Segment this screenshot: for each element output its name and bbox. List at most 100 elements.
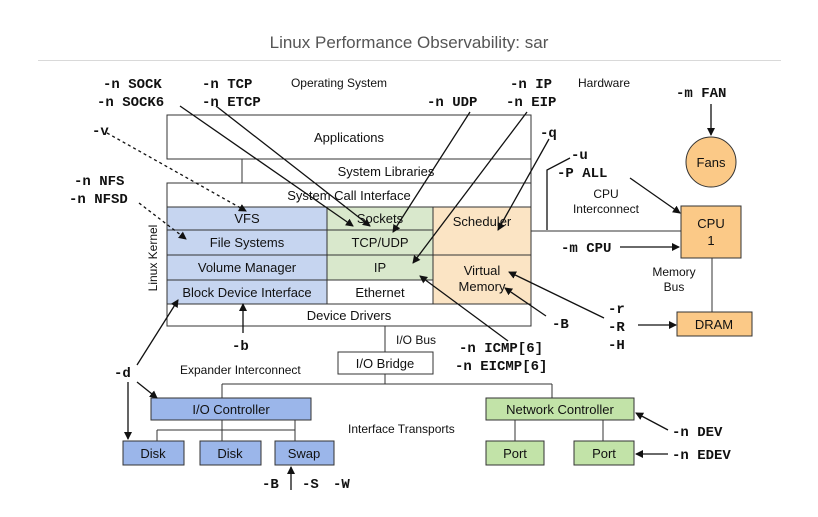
storage-hardware bbox=[122, 397, 335, 466]
system-call-interface-label: System Call Interface bbox=[287, 188, 411, 203]
expander-interconnect-label: Expander Interconnect bbox=[180, 363, 301, 377]
cmd-r: -r bbox=[608, 302, 625, 318]
linux-kernel-label: Linux Kernel bbox=[146, 225, 160, 292]
title-divider bbox=[38, 60, 781, 61]
cpu-interconnect-label-1: CPU bbox=[593, 187, 618, 201]
tcp-udp-box bbox=[326, 229, 434, 256]
diagram-title: Linux Performance Observability: sar bbox=[269, 33, 549, 52]
command-labels: -n SOCK -n SOCK6 -n TCP -n ETCP -n IP -n… bbox=[69, 77, 731, 493]
cmd-B-mem: -B bbox=[552, 317, 569, 333]
cmd-n-sock6: -n SOCK6 bbox=[97, 95, 164, 111]
port1-box bbox=[485, 440, 545, 466]
io-controller-label: I/O Controller bbox=[192, 402, 270, 417]
cmd-n-edev: -n EDEV bbox=[672, 448, 731, 464]
arrow-n-ip bbox=[412, 111, 528, 264]
io-bus-label: I/O Bus bbox=[396, 333, 436, 347]
dram-label: DRAM bbox=[695, 317, 733, 332]
cmd-b: -b bbox=[232, 339, 249, 355]
cpu-memory-hardware bbox=[531, 136, 753, 337]
io-path bbox=[156, 326, 604, 441]
arrow-n-dev bbox=[635, 412, 669, 431]
dram-box bbox=[676, 311, 753, 337]
port1-label: Port bbox=[503, 446, 527, 461]
block-device-interface-label: Block Device Interface bbox=[182, 285, 311, 300]
interface-transports-label: Interface Transports bbox=[348, 422, 455, 436]
network-hardware bbox=[485, 397, 635, 466]
scheduler-label: Scheduler bbox=[453, 214, 512, 229]
cmd-n-nfs: -n NFS bbox=[74, 174, 124, 190]
tcp-udp-label: TCP/UDP bbox=[351, 235, 408, 250]
arrow-d-to-controller bbox=[136, 381, 158, 399]
applications-box bbox=[166, 114, 532, 160]
cmd-v: -v bbox=[92, 124, 109, 140]
io-bridge-box bbox=[337, 351, 434, 375]
swap-label: Swap bbox=[288, 446, 321, 461]
disk2-label: Disk bbox=[217, 446, 243, 461]
os-stack-labels: Applications System Libraries System Cal… bbox=[146, 76, 630, 323]
volume-manager-label: Volume Manager bbox=[198, 260, 297, 275]
memory-label: Memory bbox=[459, 279, 506, 294]
virtual-memory-box bbox=[432, 254, 532, 305]
cmd-q: -q bbox=[540, 126, 557, 142]
disk2-box bbox=[199, 440, 262, 466]
cmd-n-ip: -n IP bbox=[510, 77, 552, 93]
hardware-label: Hardware bbox=[578, 76, 630, 90]
cmd-m-cpu: -m CPU bbox=[561, 241, 611, 257]
cpu-interconnect-label-2: Interconnect bbox=[573, 202, 640, 216]
virtual-label: Virtual bbox=[464, 263, 501, 278]
ethernet-box bbox=[326, 279, 434, 305]
device-drivers-label: Device Drivers bbox=[307, 308, 392, 323]
file-systems-label: File Systems bbox=[210, 235, 285, 250]
arrow-n-nfs bbox=[138, 202, 187, 240]
cmd-H: -H bbox=[608, 338, 625, 354]
network-controller-label: Network Controller bbox=[506, 402, 614, 417]
fans-circle bbox=[685, 136, 737, 188]
cmd-R: -R bbox=[608, 320, 625, 336]
cmd-n-eip: -n EIP bbox=[506, 95, 556, 111]
cmd-swap-B: -B bbox=[262, 477, 279, 493]
cmd-p-all: -P ALL bbox=[557, 166, 607, 182]
arrow-n-udp bbox=[392, 111, 471, 233]
applications-label: Applications bbox=[314, 130, 385, 145]
fans-label: Fans bbox=[697, 155, 726, 170]
cmd-n-sock: -n SOCK bbox=[103, 77, 162, 93]
ip-label: IP bbox=[374, 260, 386, 275]
vfs-label: VFS bbox=[234, 211, 260, 226]
arrow-n-icmp bbox=[419, 275, 509, 342]
dashed-arrows bbox=[106, 132, 247, 240]
ethernet-label: Ethernet bbox=[355, 285, 405, 300]
cmd-swap-W: -W bbox=[333, 477, 350, 493]
system-libraries-label: System Libraries bbox=[338, 164, 435, 179]
block-device-interface-box bbox=[166, 279, 328, 305]
port2-box bbox=[573, 440, 635, 466]
arrow-n-sock bbox=[179, 105, 354, 227]
cpu-box bbox=[680, 205, 742, 259]
cmd-n-eicmp: -n EICMP[6] bbox=[455, 359, 547, 375]
arrow-n-tcp bbox=[215, 105, 371, 227]
port2-label: Port bbox=[592, 446, 616, 461]
arrow-B-mem bbox=[504, 287, 547, 317]
cpu-label-line1: CPU bbox=[697, 216, 724, 231]
cmd-n-dev: -n DEV bbox=[672, 425, 723, 441]
cmd-swap-S: -S bbox=[302, 477, 319, 493]
operating-system-label: Operating System bbox=[291, 76, 387, 90]
cmd-n-icmp: -n ICMP[6] bbox=[459, 341, 543, 357]
cmd-n-tcp: -n TCP bbox=[202, 77, 252, 93]
cmd-n-etcp: -n ETCP bbox=[202, 95, 261, 111]
file-systems-box bbox=[166, 229, 328, 256]
volume-manager-box bbox=[166, 254, 328, 281]
io-controller-box bbox=[150, 397, 312, 421]
arrow-d-to-block bbox=[136, 299, 179, 366]
arrow-p-all bbox=[629, 177, 681, 214]
disk1-label: Disk bbox=[140, 446, 166, 461]
disk1-box bbox=[122, 440, 185, 466]
cmd-n-udp: -n UDP bbox=[427, 95, 477, 111]
arrow-v bbox=[106, 132, 247, 212]
cmd-u: -u bbox=[571, 148, 588, 164]
swap-box bbox=[274, 440, 335, 466]
memory-bus-label-2: Bus bbox=[664, 280, 685, 294]
cpu-label-line2: 1 bbox=[707, 233, 714, 248]
arrow-q bbox=[497, 138, 550, 231]
cmd-n-nfsd: -n NFSD bbox=[69, 192, 128, 208]
